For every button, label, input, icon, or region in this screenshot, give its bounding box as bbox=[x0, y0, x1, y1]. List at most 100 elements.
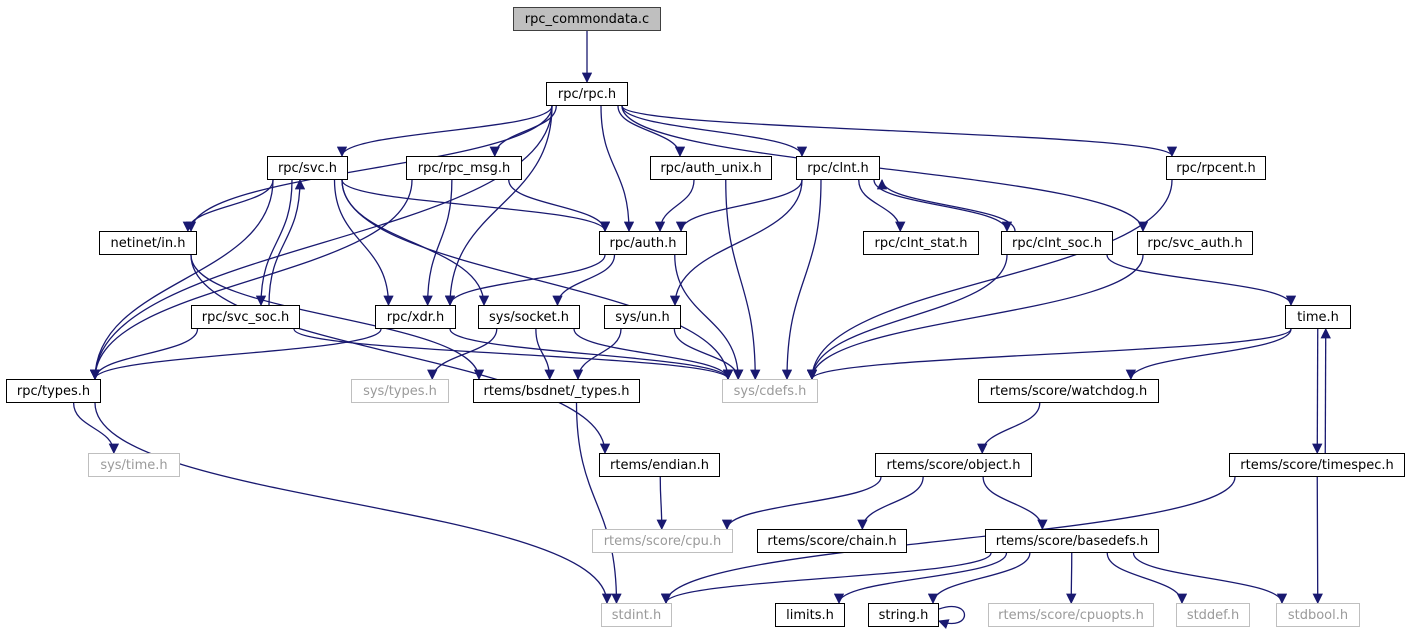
edge-svcsoc-to-svc bbox=[268, 178, 306, 306]
node-rtems-score-timespec-h[interactable]: rtems/score/timespec.h bbox=[1229, 453, 1405, 477]
edge-auth-to-xdr bbox=[444, 254, 606, 307]
edge-svcsoc-to-rpctypes bbox=[89, 328, 199, 381]
edge-time-to-watchdog bbox=[1125, 328, 1292, 381]
edge-basedefs-to-string bbox=[927, 552, 1031, 605]
node-rtems-score-cpu-h[interactable]: rtems/score/cpu.h bbox=[592, 529, 733, 553]
node-rpc-auth-unix-h[interactable]: rpc/auth_unix.h bbox=[650, 156, 772, 180]
edge-timespec-to-stdbool bbox=[1312, 476, 1323, 605]
edge-auth-to-syssocket bbox=[552, 254, 616, 307]
edge-object-to-cpu bbox=[721, 476, 882, 531]
edge-netinet-to-endian bbox=[190, 254, 611, 455]
edge-rpcmsg-to-xdr bbox=[422, 179, 453, 307]
edge-rpctypes-to-systime bbox=[72, 402, 120, 455]
node-sys-socket-h[interactable]: sys/socket.h bbox=[478, 305, 580, 329]
edge-rpcent-to-cdefs bbox=[806, 179, 1173, 381]
node-rpc-rpc-h[interactable]: rpc/rpc.h bbox=[546, 82, 628, 106]
node-string-h[interactable]: string.h bbox=[868, 603, 939, 627]
edge-rpc-to-svc bbox=[336, 105, 553, 158]
node-rtems-score-watchdog-h[interactable]: rtems/score/watchdog.h bbox=[978, 379, 1159, 403]
edge-svcsoc-to-cdefs bbox=[293, 328, 734, 381]
edge-clnt-to-clntsoc bbox=[873, 179, 1013, 233]
node-rpc-svc-soc-h[interactable]: rpc/svc_soc.h bbox=[191, 305, 300, 329]
edge-svc-to-auth bbox=[341, 179, 611, 233]
edge-endian-to-cpu bbox=[656, 476, 667, 531]
edge-rpc-to-clnt bbox=[621, 105, 808, 158]
edge-basedefs-to-stdint bbox=[660, 552, 992, 605]
node-rpc-types-h[interactable]: rpc/types.h bbox=[6, 379, 101, 403]
node-rtems-score-object-h[interactable]: rtems/score/object.h bbox=[875, 453, 1032, 477]
edge-rpcmsg-to-auth bbox=[508, 179, 611, 233]
edge-syssocket-to-systypes bbox=[427, 328, 498, 381]
edge-basedefs-to-stdbool bbox=[1132, 552, 1288, 605]
edge-clntsoc-to-time bbox=[1106, 254, 1297, 307]
edge-syssocket-to-cdefs bbox=[573, 328, 734, 381]
edge-sysun-to-cdefs bbox=[673, 328, 744, 381]
edge-rpc-to-netinet bbox=[185, 105, 553, 233]
edge-svc-to-svcsoc bbox=[255, 179, 293, 307]
edge-svc-to-rpctypes bbox=[89, 179, 274, 381]
node-sys-un-h[interactable]: sys/un.h bbox=[604, 305, 681, 329]
edge-rpc-to-svcauth bbox=[621, 105, 1149, 233]
node-limits-h[interactable]: limits.h bbox=[775, 603, 845, 627]
edge-timespec-to-stdint bbox=[660, 476, 1236, 605]
edge-xdr-to-rpctypes bbox=[89, 328, 382, 381]
edge-clnt-to-clntstat bbox=[858, 179, 906, 233]
node-rpc-svc-auth-h[interactable]: rpc/svc_auth.h bbox=[1137, 231, 1253, 255]
edge-svcauth-to-cdefs bbox=[806, 254, 1144, 381]
edge-clnt-to-cdefs bbox=[781, 179, 822, 381]
edge-svc-to-xdr bbox=[333, 179, 394, 307]
edge-basedefs-to-cpuopts bbox=[1066, 552, 1077, 605]
edge-rpc-to-rpcent bbox=[621, 105, 1177, 158]
edge-rpc-to-rpcmsg bbox=[489, 105, 557, 158]
edge-svc-to-netinet bbox=[182, 179, 274, 233]
edge-watchdog-to-object bbox=[977, 402, 1041, 455]
edge-time-to-timespec bbox=[1312, 328, 1323, 455]
edge-rpc-to-xdr bbox=[444, 105, 553, 307]
node-rpc-clnt-soc-h[interactable]: rpc/clnt_soc.h bbox=[1001, 231, 1113, 255]
node-netinet-in-h[interactable]: netinet/in.h bbox=[99, 231, 197, 255]
edge-string-to-string bbox=[938, 605, 965, 630]
node-rtems-score-chain-h[interactable]: rtems/score/chain.h bbox=[757, 529, 907, 553]
edge-clntsoc-to-clnt bbox=[876, 178, 1016, 232]
node-rpc-clnt-h[interactable]: rpc/clnt.h bbox=[796, 156, 880, 180]
edge-svc-to-cdefs bbox=[341, 179, 734, 381]
edge-bsdtypes-to-stdint bbox=[575, 402, 622, 605]
edge-rpc-to-rpctypes bbox=[89, 105, 553, 381]
node-time-h[interactable]: time.h bbox=[1285, 305, 1351, 329]
edge-timespec-to-time bbox=[1320, 327, 1331, 454]
node-stdint-h[interactable]: stdint.h bbox=[601, 603, 672, 627]
node-rpc-commondata-c: rpc_commondata.c bbox=[513, 7, 661, 31]
node-rtems-bsdnet-types-h[interactable]: rtems/bsdnet/_types.h bbox=[473, 379, 640, 403]
node-sys-types-h[interactable]: sys/types.h bbox=[351, 379, 449, 403]
edge-auth-to-cdefs bbox=[674, 254, 744, 381]
node-rpc-auth-h[interactable]: rpc/auth.h bbox=[599, 231, 687, 255]
edge-authunix-to-cdefs bbox=[725, 179, 761, 381]
node-rpc-clnt-stat-h[interactable]: rpc/clnt_stat.h bbox=[863, 231, 979, 255]
node-sys-time-h[interactable]: sys/time.h bbox=[88, 453, 180, 477]
edge-rpcmsg-to-rpctypes bbox=[89, 179, 413, 381]
edge-netinet-to-bsdtypes bbox=[190, 254, 485, 381]
edge-clnt-to-sysun bbox=[669, 179, 803, 307]
node-rtems-score-cpuopts-h[interactable]: rtems/score/cpuopts.h bbox=[988, 603, 1154, 627]
edge-clntsoc-to-cdefs bbox=[806, 254, 1008, 381]
node-stdbool-h[interactable]: stdbool.h bbox=[1276, 603, 1360, 627]
edge-clnt-to-auth bbox=[675, 179, 803, 233]
edge-rpc-to-auth bbox=[600, 105, 635, 233]
node-rpc-svc-h[interactable]: rpc/svc.h bbox=[267, 156, 348, 180]
node-rtems-endian-h[interactable]: rtems/endian.h bbox=[599, 453, 720, 477]
node-rpc-rpc-msg-h[interactable]: rpc/rpc_msg.h bbox=[406, 156, 522, 180]
edge-sysun-to-bsdtypes bbox=[572, 328, 622, 381]
edge-object-to-basedefs bbox=[982, 476, 1048, 531]
node-rpc-xdr-h[interactable]: rpc/xdr.h bbox=[375, 305, 456, 329]
edge-basedefs-to-limits bbox=[833, 552, 1008, 605]
edge-basedefs-to-stddef bbox=[1106, 552, 1188, 605]
node-rpc-rpcent-h[interactable]: rpc/rpcent.h bbox=[1166, 156, 1266, 180]
node-rtems-score-basedefs-h[interactable]: rtems/score/basedefs.h bbox=[985, 529, 1159, 553]
edge-authunix-to-auth bbox=[654, 179, 695, 233]
edge-time-to-cdefs bbox=[806, 328, 1292, 381]
node-stddef-h[interactable]: stddef.h bbox=[1176, 603, 1250, 627]
node-sys-cdefs-h[interactable]: sys/cdefs.h bbox=[722, 379, 818, 403]
edge-xdr-to-cdefs bbox=[449, 328, 734, 381]
